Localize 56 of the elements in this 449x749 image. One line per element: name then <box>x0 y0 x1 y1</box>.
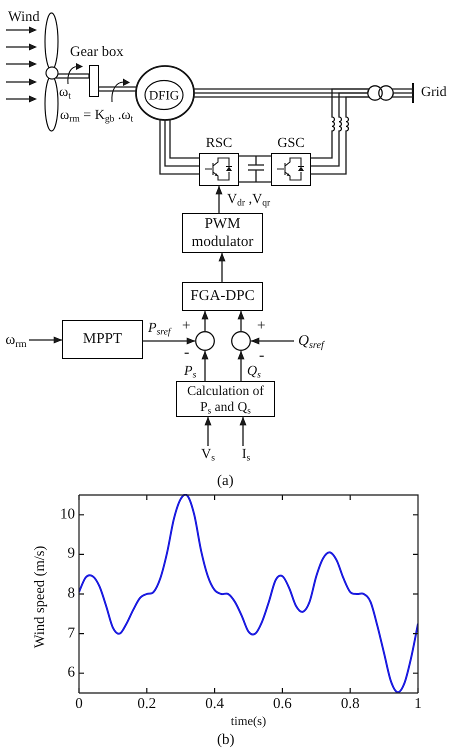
edge-label: P$_{sref}$ <box>148 322 170 336</box>
grid-label: Grid <box>421 86 447 100</box>
sign-label: + <box>182 319 190 334</box>
arrow <box>218 252 226 282</box>
tick-label: 6 <box>68 666 75 681</box>
edge-label: Q$_{s}$ <box>247 365 261 379</box>
tick-label: 0.6 <box>273 697 292 712</box>
tick-label: 10 <box>60 507 75 522</box>
power-line <box>159 118 200 175</box>
arrow <box>250 338 294 344</box>
control-block: Calculation of P$_{s}$ and Q$_{s}$ <box>176 381 275 417</box>
tick-label: 0.4 <box>205 697 224 712</box>
panel-caption: (b) <box>217 733 234 748</box>
edge-label: P$_{s}$ <box>184 365 196 379</box>
drive-shaft <box>98 86 138 92</box>
tick-label: 9 <box>68 546 75 562</box>
gearbox-block <box>89 65 99 97</box>
edge-label: V$_{dr}$ ,V$_{qr}$ <box>227 193 270 207</box>
wind-label: Wind <box>8 10 40 24</box>
tick-label: 0.8 <box>340 697 360 712</box>
tick-label: 1 <box>414 697 422 712</box>
tick-label: 0.2 <box>137 697 156 712</box>
control-block: PWM modulator <box>182 213 263 253</box>
signal-label: Q$_{sref}$ <box>296 332 326 350</box>
sign-label: + <box>257 319 266 334</box>
power-line <box>391 88 414 98</box>
drive-shaft <box>54 73 90 79</box>
arrow <box>216 186 222 213</box>
arrow <box>240 416 246 446</box>
tick-label: 0 <box>75 697 83 712</box>
signal-label: I$_{s}$ <box>240 446 252 463</box>
signal-label: ω$_{rm}$ <box>4 332 28 349</box>
arrow <box>238 350 244 381</box>
arrow <box>238 310 244 331</box>
arrow <box>202 350 208 381</box>
generator-label: DFIG <box>148 88 180 102</box>
arrow <box>204 416 212 446</box>
signal-label: V$_{s}$ <box>200 446 216 463</box>
arrow <box>143 338 196 344</box>
axis-title: time(s) <box>230 715 266 728</box>
power-line <box>310 88 370 175</box>
sign-label: - <box>184 345 190 361</box>
equation-label: ω$_{rm}$ = K$_{gb}$ .ω$_{t}$ <box>60 109 134 123</box>
converter-label: RSC <box>206 137 232 151</box>
tick-label: 8 <box>68 586 75 602</box>
sign-label: - <box>259 348 264 364</box>
arrow <box>29 336 62 344</box>
control-block: FGA-DPC <box>182 282 263 311</box>
control-block: MPPT <box>62 320 143 359</box>
arrow <box>202 310 208 331</box>
tick-label: 7 <box>68 626 75 642</box>
converter-label: GSC <box>277 137 305 151</box>
axis-title: Wind speed (m/s) <box>32 546 48 648</box>
speed-label: ω$_{t}$ <box>59 86 71 100</box>
panel-caption: (a) <box>217 474 234 489</box>
node-caption: Gear box <box>70 45 124 60</box>
